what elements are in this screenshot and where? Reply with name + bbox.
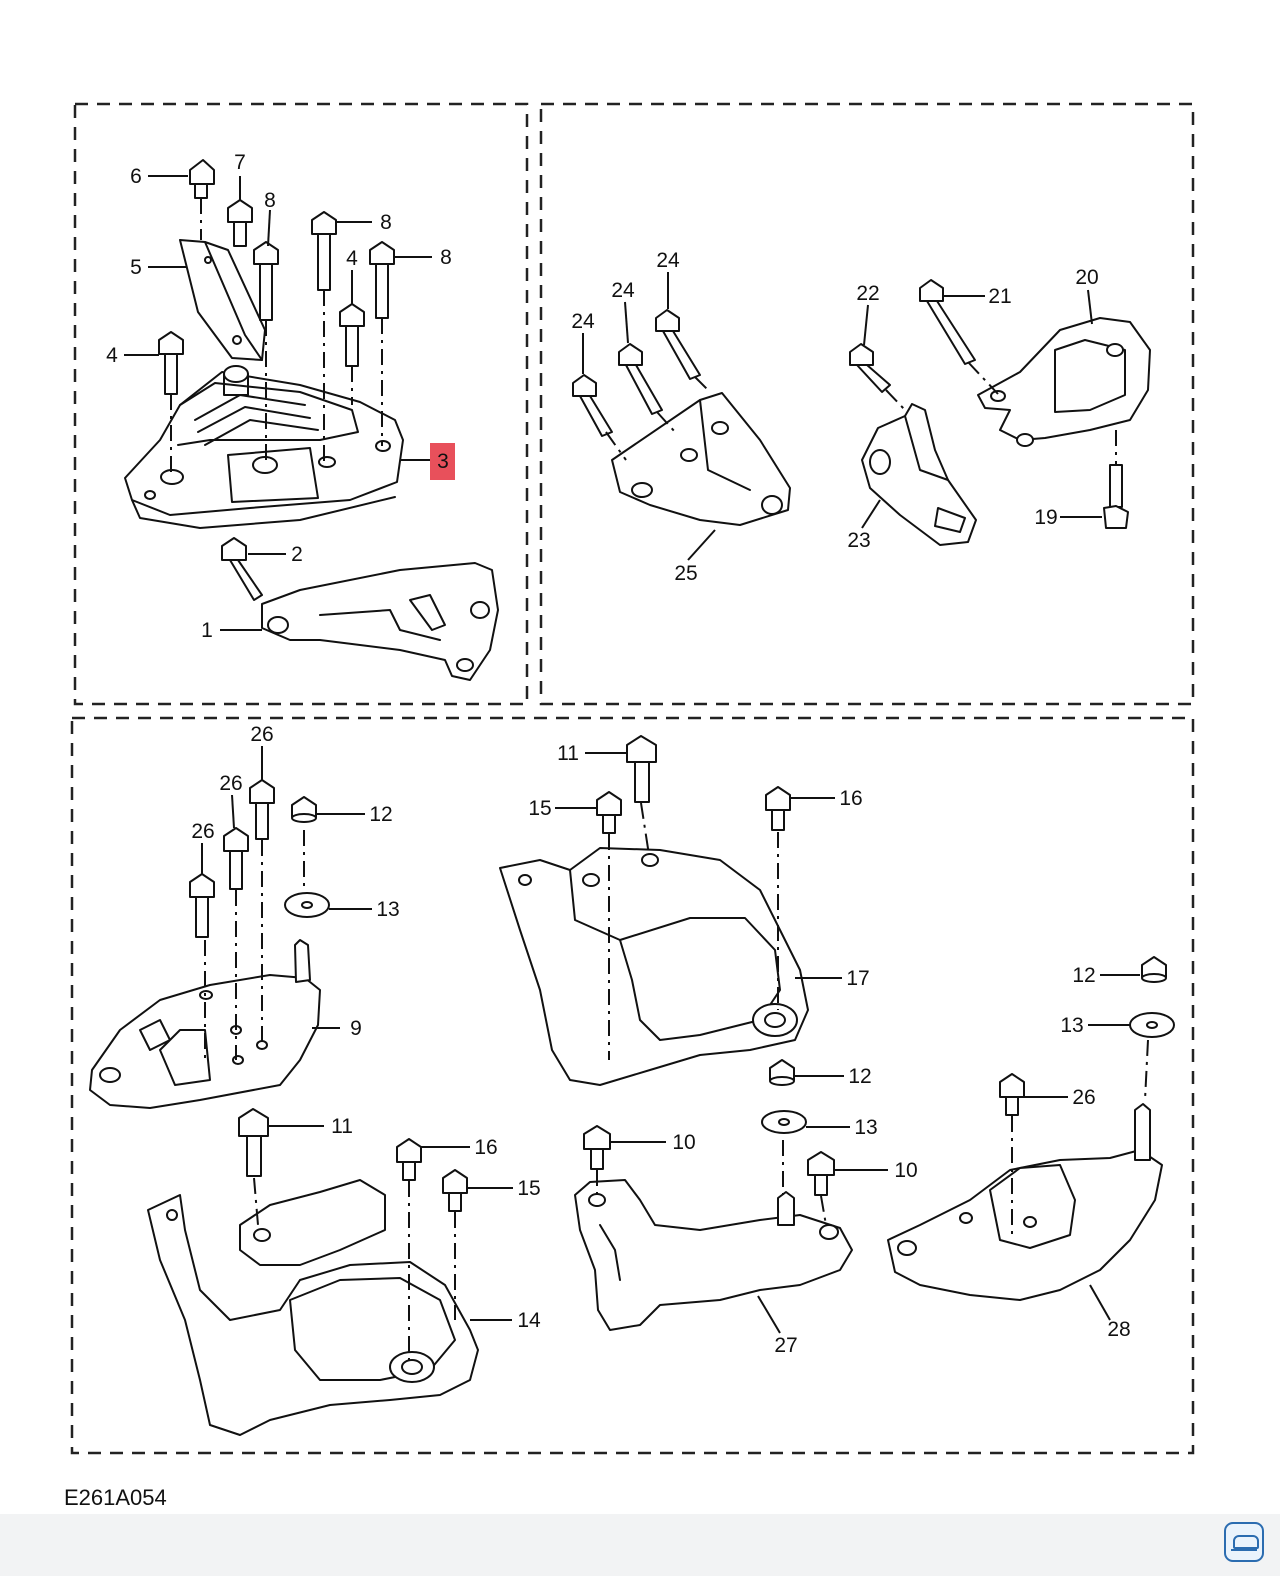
callout-label: 28 — [1107, 1318, 1130, 1341]
callout-label: 24 — [611, 279, 635, 302]
callout-label: 8 — [380, 211, 392, 234]
bolt-4a — [339, 303, 365, 367]
callout-label: 12 — [848, 1065, 871, 1088]
nut-12b — [769, 1059, 795, 1086]
callout-label: 10 — [672, 1131, 695, 1154]
bolt-26d — [999, 1073, 1025, 1116]
callout-label: 26 — [1072, 1086, 1095, 1109]
bolt-24c — [655, 309, 701, 380]
callout-label: 9 — [350, 1017, 362, 1040]
bolt-15a — [596, 791, 622, 834]
callout-label: 3 — [437, 450, 449, 473]
bracket-part-5 — [179, 239, 266, 361]
callout-label: 11 — [331, 1115, 353, 1138]
bolt-7 — [227, 199, 253, 247]
washer-13c — [1129, 1012, 1175, 1038]
figure-code: E261A054 — [64, 1485, 167, 1510]
footer-bar — [0, 1514, 1280, 1576]
callout-label: 24 — [656, 249, 680, 272]
bolt-24a — [572, 374, 613, 437]
nut-12c — [1141, 956, 1167, 983]
bolt-10a — [583, 1125, 611, 1170]
callout-label: 16 — [474, 1136, 497, 1159]
mount-part-14 — [147, 1179, 479, 1436]
callout-label: 8 — [440, 246, 452, 269]
callout-label: 26 — [191, 820, 214, 843]
callout-label: 27 — [774, 1334, 797, 1357]
callout-label: 15 — [528, 797, 551, 820]
callout-label: 8 — [264, 189, 276, 212]
callout-label: 20 — [1075, 266, 1098, 289]
callout-label: 24 — [571, 310, 595, 333]
panel-bottom — [70, 716, 1195, 1455]
panel-top-left — [73, 102, 529, 706]
engine-mount-part-3 — [124, 365, 404, 529]
callout-label: 5 — [130, 256, 142, 279]
callout-label: 12 — [369, 803, 392, 826]
callout-label: 16 — [839, 787, 862, 810]
callout-label: 23 — [847, 529, 870, 552]
callout-label: 25 — [674, 562, 697, 585]
bolt-26a — [189, 873, 215, 938]
callout-label: 22 — [856, 282, 879, 305]
callout-label: 13 — [854, 1116, 877, 1139]
bolt-21 — [919, 279, 976, 365]
bolt-8a — [253, 241, 279, 321]
callout-label: 7 — [234, 151, 246, 174]
bolt-16b — [396, 1138, 422, 1181]
bolt-26b — [223, 827, 249, 890]
car-base — [1231, 1549, 1257, 1551]
bolt-24b — [618, 343, 663, 415]
bolt-8b — [311, 211, 337, 291]
callout-label: 15 — [517, 1177, 540, 1200]
car-shape — [1233, 1535, 1259, 1549]
callout-3-highlight — [430, 443, 455, 480]
bracket-part-25 — [611, 392, 791, 526]
callout-label: 10 — [894, 1159, 917, 1182]
bolt-22 — [849, 343, 891, 393]
bolt-2 — [221, 537, 263, 601]
bolt-6 — [189, 159, 215, 199]
callout-label: 11 — [557, 742, 579, 765]
mount-part-20 — [977, 317, 1151, 447]
callout-label: 1 — [201, 619, 213, 642]
callout-label: 6 — [130, 165, 142, 188]
callout-label: 13 — [1060, 1014, 1083, 1037]
bolt-11b — [238, 1108, 269, 1177]
mount-part-28 — [887, 1103, 1163, 1301]
mount-part-17 — [499, 847, 809, 1086]
callout-label: 13 — [376, 898, 399, 921]
washer-13b — [761, 1110, 807, 1134]
callout-label: 12 — [1072, 964, 1095, 987]
callout-label: 26 — [250, 723, 273, 746]
callout-labels: 6 7 8 8 8 5 4 4 3 2 1 24 24 24 22 21 20 … — [106, 151, 1131, 1357]
callout-label: 4 — [346, 247, 358, 270]
car-logo-icon[interactable] — [1224, 1522, 1264, 1562]
callout-label: 2 — [291, 543, 303, 566]
bolt-16a — [765, 786, 791, 831]
bolt-10b — [807, 1151, 835, 1196]
bracket-part-27 — [574, 1179, 853, 1331]
panel-top-right — [539, 102, 1195, 706]
callout-label: 4 — [106, 344, 118, 367]
callout-label: 19 — [1034, 506, 1057, 529]
bracket-part-1 — [261, 562, 499, 681]
nut-12a — [291, 796, 317, 823]
bolt-15b — [442, 1169, 468, 1212]
callout-label: 26 — [219, 772, 242, 795]
bolt-19 — [1103, 464, 1129, 529]
bolt-11a — [626, 735, 657, 803]
bolt-26c — [249, 779, 275, 840]
callout-label: 17 — [846, 967, 869, 990]
callout-label: 21 — [988, 285, 1011, 308]
callout-label: 14 — [517, 1309, 541, 1332]
bracket-part-23 — [861, 403, 977, 546]
bolt-8c — [369, 241, 395, 319]
washer-13a — [284, 892, 330, 918]
bolt-4b — [158, 331, 184, 395]
